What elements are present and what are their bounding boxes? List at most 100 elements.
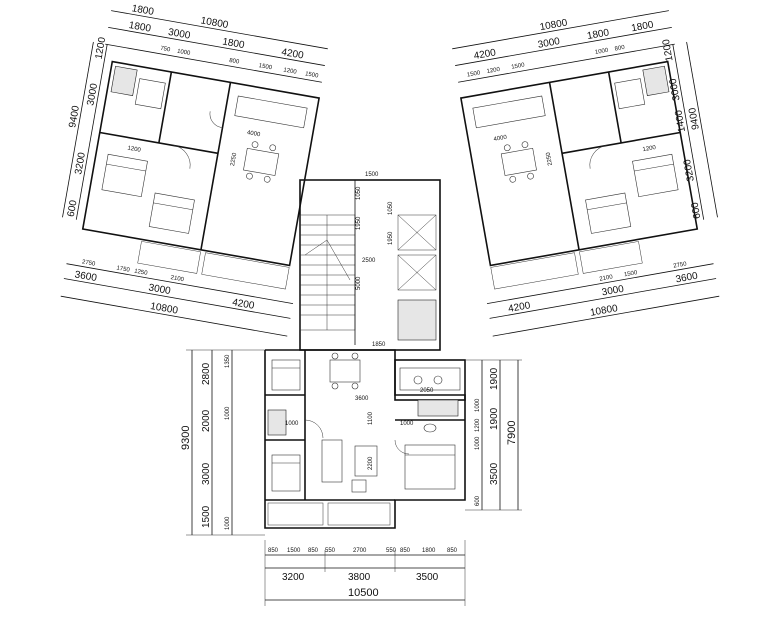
left-wing-side-3: 3200 (73, 151, 88, 175)
left-bot-dim-2: 3000 (148, 282, 172, 297)
unit-left-dim-4: 1500 (201, 505, 212, 528)
unit-bot-dim-2: 3800 (348, 572, 371, 583)
right-wing-side-total: 9400 (687, 106, 702, 130)
left-bot-total: 10800 (149, 301, 179, 317)
left-top-dim-a: 1800 (128, 20, 152, 35)
left-room-dim-1200: 1200 (127, 146, 142, 154)
left-top-small-4: 1500 (258, 63, 273, 71)
unit-room-dim-1000a: 1000 (400, 421, 414, 427)
unit-left-small-2: 1000 (225, 406, 231, 420)
right-bot-small-1: 2100 (599, 274, 614, 282)
unit-bot-small-4: 550 (325, 548, 336, 554)
left-wing-side-4: 600 (66, 199, 80, 218)
unit-room-dim-2200: 2200 (368, 456, 374, 470)
left-top-small-3: 800 (229, 58, 241, 66)
right-top-dim-4: 1800 (631, 20, 655, 35)
right-wing: 10800 4200 3000 1800 1800 1500 1200 1500… (452, 10, 720, 337)
core-dim-5000: 5000 (356, 276, 362, 290)
unit-right-total: 7900 (506, 421, 518, 445)
bottom-unit: 1850 2050 3600 1100 2200 1000 1000 9300 … (180, 342, 522, 606)
unit-right-small-3: 1000 (475, 436, 481, 450)
central-core: 1500 2500 5000 1050 1950 1050 1950 (299, 172, 441, 351)
unit-right-dim-1: 1900 (489, 367, 500, 390)
unit-left-total: 9300 (180, 426, 192, 450)
left-bot-small-2: 1750 (116, 265, 131, 273)
left-wing-side-2: 3000 (85, 82, 100, 106)
left-top-total: 10800 (200, 15, 230, 31)
left-room-dim-2250: 2250 (230, 152, 238, 167)
right-room-dim-1200: 1200 (642, 145, 657, 153)
right-top-small-3: 1500 (511, 62, 526, 70)
right-bot-small-2: 1500 (624, 270, 639, 278)
right-top-small-4: 1000 (595, 48, 610, 56)
unit-bot-small-8: 1800 (422, 548, 436, 554)
left-wing-side-total: 9400 (67, 104, 82, 128)
core-dim-1500: 1500 (365, 172, 379, 178)
unit-left-dim-2: 2000 (201, 409, 212, 432)
right-wing-side-4: 3200 (682, 158, 697, 182)
unit-right-small-4: 600 (475, 495, 481, 506)
right-bot-small-3: 2750 (673, 261, 688, 269)
unit-bot-small-6: 550 (386, 548, 397, 554)
unit-room-dim-2050: 2050 (420, 388, 434, 394)
left-wing-side-1: 1200 (94, 36, 109, 60)
unit-right-dim-2: 1900 (489, 407, 500, 430)
unit-room-dim-1000b: 1000 (285, 421, 299, 427)
right-wing-side-3: 1400 (673, 109, 688, 133)
left-top-dim-c: 1800 (221, 36, 245, 51)
core-dim-1050b: 1050 (388, 201, 394, 215)
unit-left-small-3: 1000 (225, 516, 231, 530)
left-wing: 1800 10800 1800 3000 1800 4200 750 1000 … (60, 3, 328, 337)
left-top-small-1: 750 (160, 46, 172, 54)
core-dim-2500: 2500 (362, 258, 376, 264)
right-bot-dim-1: 4200 (507, 300, 531, 315)
left-top-dim-1800: 1800 (131, 3, 155, 18)
unit-bot-small-3: 850 (308, 548, 319, 554)
unit-bot-total: 10500 (348, 587, 379, 599)
right-top-small-1: 1500 (467, 70, 482, 78)
unit-room-dim-1100: 1100 (368, 411, 374, 425)
right-top-total: 10800 (539, 17, 569, 33)
unit-room-dim-1850: 1850 (372, 342, 386, 348)
unit-left-small-1: 1350 (225, 354, 231, 368)
right-top-small-5: 800 (614, 45, 626, 53)
left-top-dim-b: 3000 (167, 27, 191, 42)
stair-treads (300, 215, 355, 330)
right-wing-side-1: 1200 (661, 38, 676, 62)
right-top-dim-2: 3000 (537, 36, 561, 51)
right-bot-dim-3: 3600 (675, 271, 699, 286)
right-wing-side-2: 3000 (668, 77, 683, 101)
unit-bot-small-5: 2700 (353, 548, 367, 554)
unit-right-dim-3: 3500 (489, 462, 500, 485)
right-room-dim-4000: 4000 (493, 135, 508, 143)
unit-right-small-2: 1200 (475, 418, 481, 432)
left-top-small-2: 1000 (176, 49, 191, 57)
left-top-small-5: 1200 (283, 67, 298, 75)
core-dim-1950a: 1950 (356, 216, 362, 230)
right-bot-total: 10800 (589, 303, 619, 319)
right-bot-dim-2: 3000 (601, 284, 625, 299)
left-bot-small-1: 2750 (81, 259, 96, 267)
unit-bot-small-1: 850 (268, 548, 279, 554)
unit-bot-small-9: 850 (447, 548, 458, 554)
left-room-dim-4000: 4000 (246, 130, 261, 138)
left-bot-dim-3: 4200 (231, 297, 255, 312)
unit-left-dim-3: 3000 (201, 462, 212, 485)
right-room-dim-2250: 2250 (546, 151, 554, 166)
right-top-dim-1: 4200 (473, 47, 497, 62)
left-top-dim-d: 4200 (281, 47, 305, 62)
unit-bot-small-7: 850 (400, 548, 411, 554)
left-bot-dim-1: 3600 (74, 269, 98, 284)
left-top-small-6: 1500 (304, 71, 319, 79)
core-dim-1950b: 1950 (388, 231, 394, 245)
unit-left-dim-1: 2800 (201, 362, 212, 385)
left-bot-small-3: 1250 (134, 269, 149, 277)
right-top-dim-3: 1800 (586, 27, 610, 42)
right-top-small-2: 1200 (486, 67, 501, 75)
unit-bot-small-2: 1500 (287, 548, 301, 554)
unit-right-small-1: 1000 (475, 398, 481, 412)
core-dim-1050a: 1050 (356, 186, 362, 200)
unit-bot-dim-1: 3200 (282, 572, 305, 583)
unit-bot-dim-3: 3500 (416, 572, 439, 583)
